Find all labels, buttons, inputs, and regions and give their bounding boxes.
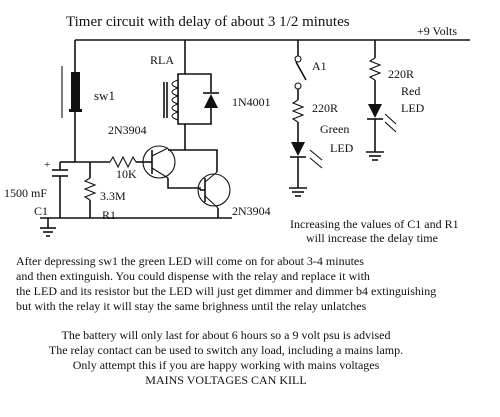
ground-symbol-main (40, 218, 56, 237)
description-paragraph: After depressing sw1 the green LED will … (16, 254, 436, 314)
green-led-label-2: LED (330, 141, 354, 155)
base-resistor (74, 140, 140, 169)
green-resistor (291, 99, 305, 142)
capacitor-value: 1500 mF (4, 186, 47, 200)
sw1-push-switch (61, 40, 82, 140)
diagram-title: Timer circuit with delay of about 3 1/2 … (66, 14, 350, 30)
transistor1-label: 2N3904 (108, 123, 147, 137)
transistor-1 (140, 145, 201, 190)
diode-1n4001 (185, 73, 219, 125)
ground-symbol-red (366, 151, 384, 161)
delay-note-line2: will increase the delay time (306, 231, 438, 245)
switch-label: sw1 (94, 88, 115, 103)
ground-symbol-green (289, 187, 307, 197)
relay-coil (163, 40, 186, 140)
red-led-label-1: Red (401, 84, 420, 98)
collector-wire-t2 (185, 149, 218, 172)
description-line-2: and then extinguish. You could dispense … (16, 269, 370, 283)
relay-label: RLA (150, 53, 174, 67)
resistor-value: 3.3M (100, 189, 126, 203)
warning-line-4: MAINS VOLTAGES CAN KILL (145, 373, 307, 387)
base-resistor-label: 10K (116, 167, 137, 181)
supply-label: +9 Volts (417, 24, 457, 38)
red-led-label-2: LED (401, 101, 425, 115)
warning-line-1: The battery will only last for about 6 h… (61, 328, 391, 342)
red-resistor-label: 220R (388, 67, 414, 81)
description-line-4: but with the relay it will stay the same… (16, 299, 367, 313)
contact-label: A1 (312, 59, 327, 73)
green-led-label-1: Green (320, 122, 349, 136)
transistor-2 (197, 171, 231, 218)
resistor-r1 (83, 162, 97, 218)
warning-line-2: The relay contact can be used to switch … (48, 343, 404, 357)
green-led (290, 142, 323, 188)
red-resistor (368, 40, 382, 104)
delay-note-line1: Increasing the values of C1 and R1 (290, 217, 459, 231)
diode-label: 1N4001 (232, 95, 271, 109)
description-line-3: the LED and its resistor but the LED wil… (16, 284, 437, 298)
description-line-1: After depressing sw1 the green LED will … (16, 254, 364, 268)
green-resistor-label: 220R (312, 101, 338, 115)
transistor2-label: 2N3904 (232, 204, 271, 218)
capacitor-name: C1 (34, 204, 48, 218)
svg-text:+: + (44, 159, 50, 171)
collector-wire-t1 (168, 140, 186, 151)
resistor-name: R1 (102, 208, 116, 222)
relay-contact-a1 (294, 40, 307, 100)
warning-line-3: Only attempt this if you are happy worki… (72, 358, 380, 372)
warnings-paragraph: The battery will only last for about 6 h… (46, 328, 406, 388)
capacitor-c1: + (44, 159, 75, 218)
red-led (367, 104, 397, 152)
